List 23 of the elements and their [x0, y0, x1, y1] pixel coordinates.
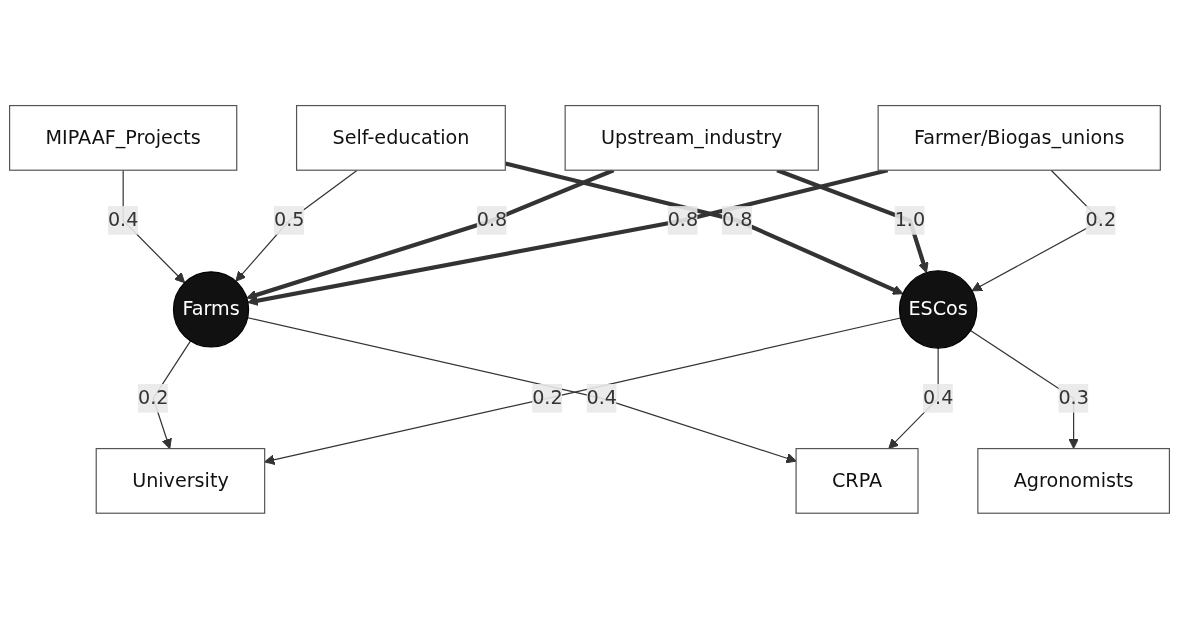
node-box: CRPA	[795, 447, 919, 514]
edge-label: 0.5	[274, 208, 305, 231]
node-box: Self-education	[295, 104, 506, 171]
edge-label: 1.0	[894, 208, 926, 231]
edge-label: 0.4	[922, 385, 954, 409]
edge-label: 0.4	[107, 208, 139, 231]
node-box: Farmer/Biogas_unions	[877, 104, 1161, 171]
node-box: University	[95, 447, 266, 514]
node-circle: Farms	[172, 270, 250, 348]
arrow	[247, 316, 797, 463]
edge-label: 0.8	[476, 208, 508, 231]
edge-label: 0.2	[532, 385, 563, 409]
edge-label: 0.8	[722, 208, 753, 231]
arrow	[235, 169, 358, 282]
edge-label: 0.4	[586, 385, 618, 409]
node-box: MIPAAF_Projects	[9, 104, 238, 171]
node-circle: ESCos	[898, 269, 978, 349]
edge-label: 0.3	[1058, 385, 1089, 409]
node-box: Agronomists	[977, 447, 1170, 514]
edge-label: 0.2	[1085, 208, 1117, 231]
node-box: Upstream_industry	[564, 104, 819, 171]
edge-label: 0.2	[138, 385, 169, 409]
edge-label: 0.8	[667, 208, 699, 231]
